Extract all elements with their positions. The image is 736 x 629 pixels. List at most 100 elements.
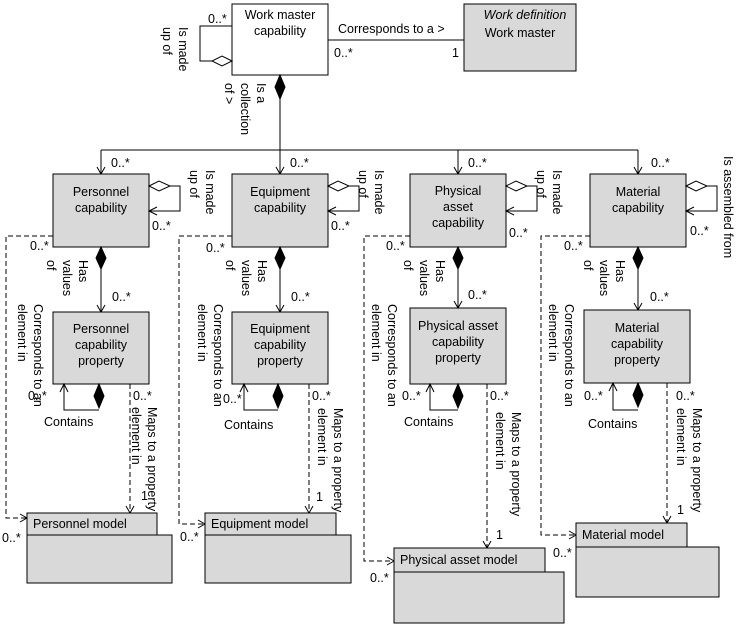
physical-corresponds-label: Corresponds to anelement in — [369, 304, 399, 407]
equipment-maps-to-label: Maps to a propertyelement in — [315, 408, 345, 513]
wmc-aggregation-diamond — [210, 55, 234, 67]
mult-equipment-prop: 0..* — [291, 290, 310, 304]
mult-equipment-maps: 0..* — [312, 389, 331, 403]
mult-personnel-corr: 0..* — [30, 239, 49, 253]
equipment-self-edge — [328, 185, 360, 212]
material-composition-diamond — [632, 245, 644, 271]
mult-personnel-model-one: 1 — [141, 489, 148, 503]
material-is-assembled-from-label: Is assembled from — [721, 156, 735, 258]
mult-personnel-maps: 0..* — [133, 389, 152, 403]
personnel-contains-label: Contains — [44, 415, 93, 429]
mult-physical-corr: 0..* — [386, 239, 405, 253]
personnel-composition-diamond — [95, 245, 107, 271]
mult-wmc-wm: 0..* — [334, 46, 353, 60]
mult-personnel-model: 0..* — [2, 531, 21, 545]
mult-physical-maps: 0..* — [490, 389, 509, 403]
mult-wm-one: 1 — [452, 46, 459, 60]
mult-physical-contains: 0..* — [402, 389, 421, 403]
personnel-model-node[interactable]: Personnel model — [26, 512, 173, 584]
material-self-edge — [686, 185, 718, 212]
equipment-is-made-up-of-label: Is madeup of — [356, 170, 386, 215]
mult-material-prop: 0..* — [650, 290, 669, 304]
mult-personnel-prop: 0..* — [112, 290, 131, 304]
mult-personnel-contains: 0..* — [28, 389, 47, 403]
wmc-composition-diamond — [274, 73, 286, 101]
mult-physical-model: 0..* — [370, 571, 389, 585]
physical-maps-to-label: Maps to a propertyelement in — [493, 412, 523, 517]
mult-material-model-one: 1 — [677, 503, 684, 517]
personnel-contains-edge — [63, 384, 99, 411]
mult-physical-prop: 0..* — [468, 288, 487, 302]
equipment-corresponds-label: Corresponds to anelement in — [195, 304, 225, 407]
mult-material-model: 0..* — [553, 546, 572, 560]
wmc-is-made-up-of-label: Is madeup of — [160, 27, 190, 72]
personnel-corresponds-edge — [5, 235, 53, 519]
mult-equipment-contains: 0..* — [223, 392, 242, 406]
material-contains-label: Contains — [588, 417, 637, 431]
equipment-model-node[interactable]: Equipment model — [204, 512, 352, 584]
mult-personnel-cap: 0..* — [111, 156, 130, 170]
mult-physical-self: 0..* — [509, 226, 528, 240]
personnel-corresponds-label: Corresponds to anelement in — [15, 304, 45, 407]
personnel-self-edge — [149, 185, 181, 212]
material-model-node[interactable]: Material model — [575, 522, 720, 598]
mult-wmc-self: 0..* — [208, 12, 227, 26]
work-master-node[interactable]: Work definition Work master — [463, 3, 577, 72]
mult-physical-model-one: 1 — [496, 528, 503, 542]
work-master-stereotype: Work definition — [484, 8, 567, 22]
mult-equipment-self: 0..* — [331, 219, 350, 233]
equipment-contains-edge — [243, 384, 278, 411]
material-contains-edge — [612, 383, 638, 411]
mult-equipment-cap: 0..* — [290, 156, 309, 170]
personnel-model-label: Personnel model — [33, 517, 127, 531]
personnel-maps-to-label: Maps to a propertyelement in — [129, 407, 159, 512]
mult-material-contains: 0..* — [584, 389, 603, 403]
mult-equipment-model: 0..* — [180, 530, 199, 544]
physical-self-edge — [506, 185, 538, 212]
physical-contains-edge — [429, 384, 458, 411]
mult-personnel-self: 0..* — [152, 219, 171, 233]
mult-material-maps: 0..* — [676, 389, 695, 403]
equipment-corresponds-edge — [178, 235, 232, 525]
material-model-label: Material model — [582, 528, 664, 542]
equipment-composition-diamond — [274, 245, 286, 271]
physical-asset-model-label: Physical asset model — [400, 553, 517, 567]
physical-asset-model-node[interactable]: Physical asset model — [393, 547, 565, 624]
mult-equipment-corr: 0..* — [206, 241, 225, 255]
equipment-has-values-label: Hasvaluesof — [223, 260, 269, 296]
wmc-self-edge — [199, 25, 232, 62]
mult-physical-cap: 0..* — [468, 156, 487, 170]
personnel-has-values-label: Hasvaluesof — [44, 260, 90, 296]
physical-composition-diamond — [452, 245, 464, 271]
material-has-values-label: Hasvaluesof — [581, 260, 627, 296]
mult-material-corr: 0..* — [564, 239, 583, 253]
material-corresponds-label: Corresponds to anelement in — [546, 304, 576, 407]
physical-is-made-up-of-label: Is madeup of — [534, 170, 564, 215]
personnel-is-made-up-of-label: Is madeup of — [187, 170, 217, 215]
material-maps-to-label: Maps to a propertyelement in — [674, 408, 704, 513]
mult-equipment-model-one: 1 — [316, 490, 323, 504]
equipment-contains-label: Contains — [224, 418, 273, 432]
is-a-collection-of-label: Is acollectionof > — [222, 83, 268, 135]
mult-material-self: 0..* — [690, 224, 709, 238]
physical-contains-label: Contains — [404, 415, 453, 429]
work-master-label: Work master — [485, 26, 556, 40]
